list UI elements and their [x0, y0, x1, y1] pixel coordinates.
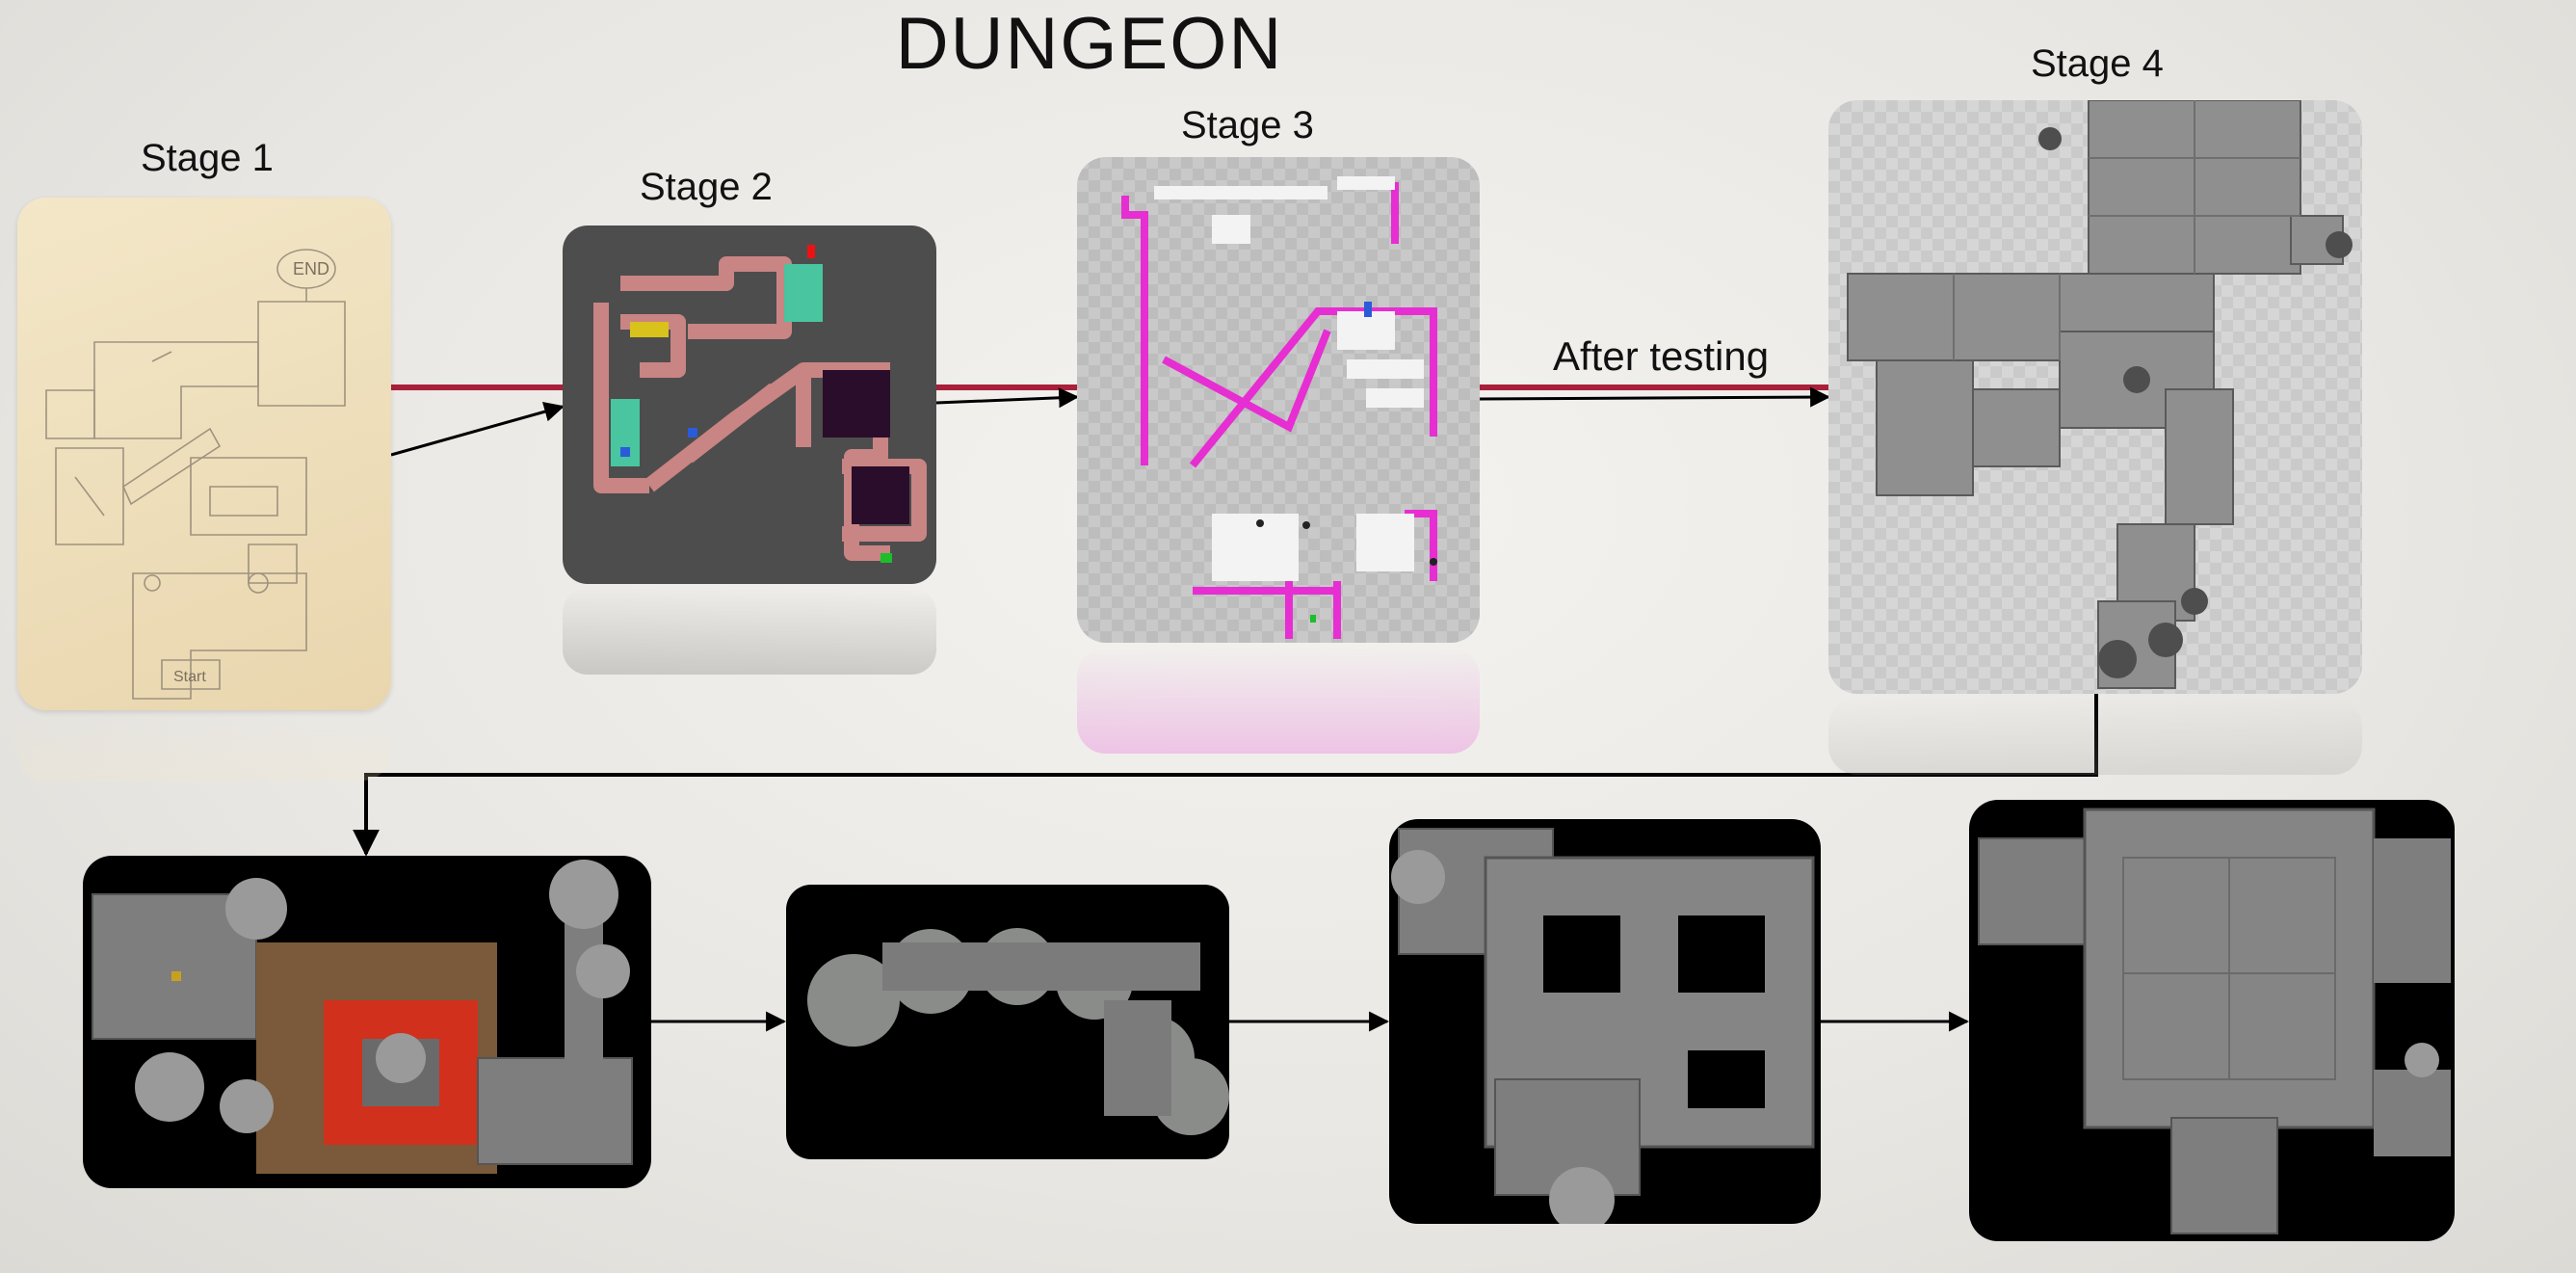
stage-3-label: Stage 3 [1181, 104, 1314, 146]
arrow-stage2-stage3 [935, 387, 1080, 409]
stage-4-label: Stage 4 [2031, 42, 2164, 85]
stage-1-sketch-image: END Start [17, 198, 391, 710]
stage-1-label: Stage 1 [141, 137, 274, 179]
stage-2-label: Stage 2 [640, 166, 773, 208]
slide-title: DUNGEON [895, 3, 1284, 85]
bottom-map-2-rock-image [786, 885, 1229, 1159]
sketch-drawing: END Start [45, 249, 346, 700]
sketch-start-label: Start [173, 669, 206, 685]
sketch-end-label: END [293, 259, 329, 278]
arrow-stage4-to-bottom-row [353, 694, 2098, 857]
stage-3-greybox-image [1077, 157, 1480, 643]
bottom-map-3-rooms-image [1389, 819, 1821, 1224]
bottom-map-1-lava-image [83, 856, 651, 1188]
stage-4-textured-map-image [1828, 100, 2362, 694]
bottom-map-4-hall-image [1969, 800, 2455, 1241]
arrow-stage3-stage4 [1479, 386, 1831, 408]
arrow-stage1-stage2 [390, 402, 565, 457]
after-testing-caption: After testing [1553, 333, 1770, 379]
stage-2-blockout-image [563, 225, 936, 584]
